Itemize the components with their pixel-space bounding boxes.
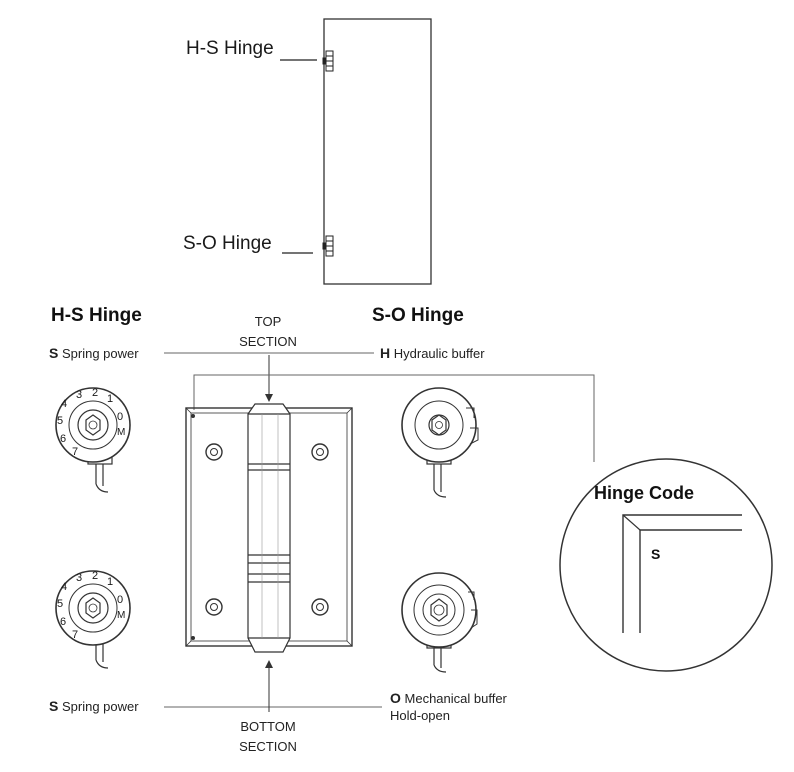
hinge-code-zoom-circle xyxy=(559,458,773,672)
hs-top-dial-number-4: 4 xyxy=(61,398,68,410)
so-top-legend-letter: H xyxy=(380,345,391,361)
hinge-code-title: Hinge Code xyxy=(594,483,695,503)
hs-bottom-spring-dial-icon xyxy=(55,570,131,669)
so-bottom-legend-text: Mechanical buffer xyxy=(404,691,507,706)
top-section-label: TOP SECTION xyxy=(222,312,314,352)
top-section-line-1: TOP xyxy=(254,314,282,329)
hs-top-dial-number-7: 7 xyxy=(72,446,79,458)
so-bottom-legend-text-2: Hold-open xyxy=(390,708,450,723)
hs-top-dial-number-1: 1 xyxy=(107,393,114,405)
hs-bottom-dial-number-6: 6 xyxy=(60,616,67,628)
hs-top-spring-dial-icon xyxy=(55,387,131,493)
hs-top-legend: S Spring power xyxy=(49,345,139,361)
hs-bottom-dial-letter-m: M xyxy=(117,610,126,621)
so-top-legend-text: Hydraulic buffer xyxy=(393,346,485,361)
door-outline xyxy=(323,18,432,285)
hs-bottom-dial-number-3: 3 xyxy=(76,572,83,584)
hs-top-dial-number-0: 0 xyxy=(117,411,124,423)
hs-bottom-legend: S Spring power xyxy=(49,698,139,714)
screw-hole-bottom-right xyxy=(311,598,329,616)
hs-bottom-dial-number-0: 0 xyxy=(117,594,124,606)
hinge-code-connector xyxy=(193,374,595,462)
hs-hinge-heading: H-S Hinge xyxy=(51,305,142,326)
so-hinge-heading: S-O Hinge xyxy=(372,305,464,326)
top-section-arrow xyxy=(265,355,273,402)
so-top-legend: H Hydraulic buffer xyxy=(380,345,485,361)
hs-bottom-dial-number-2: 2 xyxy=(92,570,99,582)
hs-bottom-legend-text: Spring power xyxy=(61,699,139,714)
hs-top-dial-number-5: 5 xyxy=(57,415,64,427)
screw-hole-top-left xyxy=(205,443,223,461)
so-top-hydraulic-dial-icon xyxy=(401,387,479,498)
door-hinge-bottom-icon xyxy=(322,235,334,257)
hs-bottom-dial-number-4: 4 xyxy=(61,581,68,593)
hs-top-dial-number-2: 2 xyxy=(92,387,99,399)
hs-bottom-dial-number-7: 7 xyxy=(72,629,79,641)
hs-top-dial-number-6: 6 xyxy=(60,433,67,445)
hs-bottom-dial-number-5: 5 xyxy=(57,598,64,610)
hinge-code-letter: S xyxy=(651,546,661,562)
hs-top-legend-letter: S xyxy=(49,345,59,361)
hs-bottom-legend-letter: S xyxy=(49,698,59,714)
bottom-section-arrow xyxy=(265,660,273,712)
bottom-section-line-2: SECTION xyxy=(239,739,297,754)
hs-bottom-dial-number-1: 1 xyxy=(107,576,114,588)
door-hs-hinge-label: H-S Hinge xyxy=(186,38,274,59)
door-hinge-top-icon xyxy=(322,50,334,72)
screw-hole-top-right xyxy=(311,443,329,461)
hs-top-legend-text: Spring power xyxy=(61,346,139,361)
hinge-knuckle xyxy=(247,403,291,653)
screw-hole-bottom-left xyxy=(205,598,223,616)
bottom-section-label: BOTTOM SECTION xyxy=(222,717,314,757)
bottom-section-line-1: BOTTOM xyxy=(240,719,296,734)
so-bottom-legend: O Mechanical buffer xyxy=(390,690,507,706)
hs-top-dial-number-3: 3 xyxy=(76,389,83,401)
so-bottom-legend-letter: O xyxy=(390,690,401,706)
hs-top-dial-letter-m: M xyxy=(117,427,126,438)
top-section-line-2: SECTION xyxy=(239,334,297,349)
door-so-hinge-label: S-O Hinge xyxy=(183,233,272,254)
so-bottom-mechanical-dial-icon xyxy=(401,572,478,673)
